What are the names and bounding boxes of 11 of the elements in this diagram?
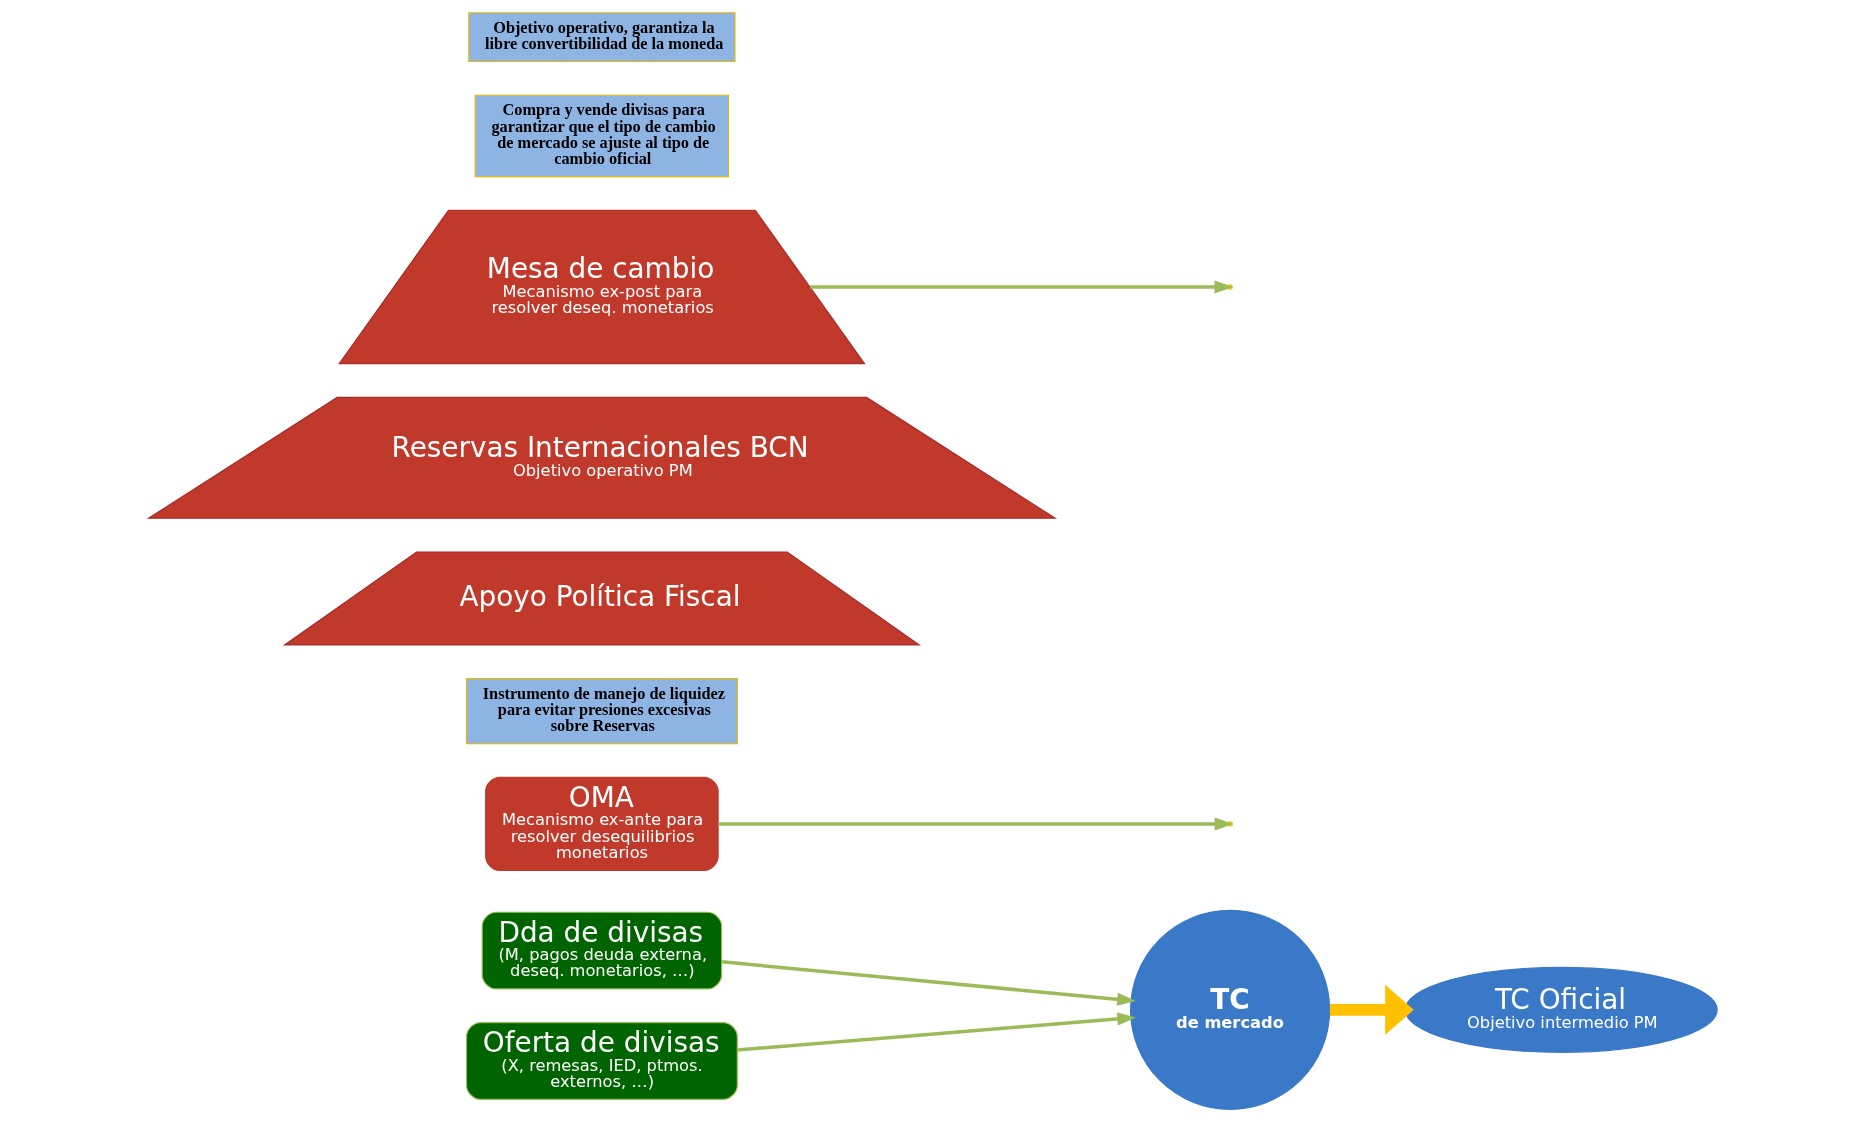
node-box: OMA Mecanismo ex-ante para resolver desequilibrios monetarios (485, 776, 719, 871)
node-box: Compra y vende divisas para garantizar que el tipo de cambio de mercado se ajuste al tipo de cambio oficial (474, 94, 730, 178)
node-box: Oferta de divisas (X, remesas, IED, ptmos. externos, …) (465, 1022, 738, 1100)
node-box: Objetivo operativo, garantiza la libre convertibilidad de la moneda (468, 12, 736, 63)
node-ellipse: TC Oficial Objetivo intermedio PM (1404, 966, 1718, 1053)
arrow (721, 960, 1136, 1006)
arrow (1329, 984, 1414, 1035)
arrow (737, 1012, 1136, 1052)
node-box: Instrumento de manejo de liquidez para evitar presiones excesivas sobre Reservas (465, 678, 738, 745)
node-circle: TC de mercado (1130, 909, 1331, 1110)
node-box: Dda de divisas (M, pagos deuda externa, deseq. monetarios, …) (481, 911, 723, 990)
